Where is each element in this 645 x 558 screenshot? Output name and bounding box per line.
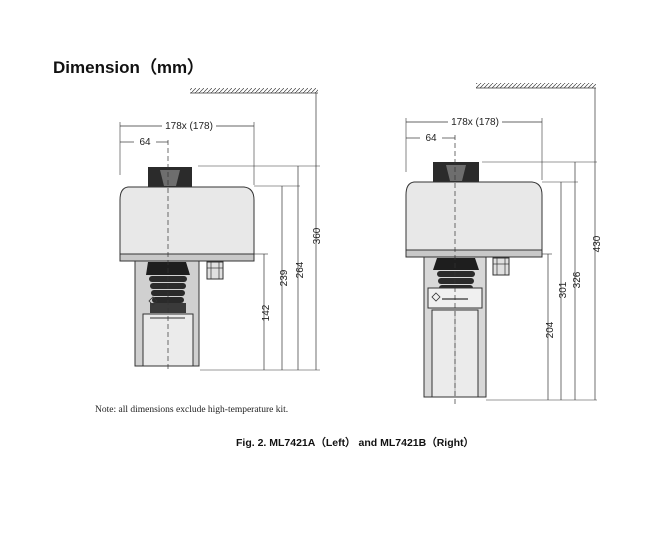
left-ceiling-hatch	[190, 88, 318, 93]
right-offset-label: 64	[425, 133, 437, 144]
left-actuator-drawing: 178x (178) 64 360 264 239 142	[119, 88, 323, 371]
left-housing	[119, 186, 255, 255]
right-dim-3: 204	[545, 321, 556, 338]
left-width-label: 178x (178)	[165, 121, 213, 132]
left-cable-gland	[206, 261, 224, 280]
figure-caption: Fig. 2. ML7421A（Left） and ML7421B（Right）	[236, 437, 475, 449]
left-dim-1: 264	[295, 261, 306, 278]
note-text: Note: all dimensions exclude high-temper…	[95, 405, 289, 415]
left-dim-2: 239	[279, 269, 290, 286]
right-ceiling-hatch	[476, 83, 596, 88]
right-housing	[405, 181, 543, 251]
right-actuator-drawing: 178x (178) 64 430 326 301 204	[405, 83, 603, 405]
left-dim-3: 142	[261, 304, 272, 321]
left-dim-0: 360	[312, 227, 323, 244]
section-heading: Dimension（mm）	[53, 58, 205, 77]
left-offset-label: 64	[139, 137, 151, 148]
right-dim-2: 301	[558, 281, 569, 298]
right-cable-gland	[492, 257, 510, 276]
right-width-label: 178x (178)	[451, 117, 499, 128]
right-dim-1: 326	[572, 271, 583, 288]
right-dim-0: 430	[592, 235, 603, 252]
